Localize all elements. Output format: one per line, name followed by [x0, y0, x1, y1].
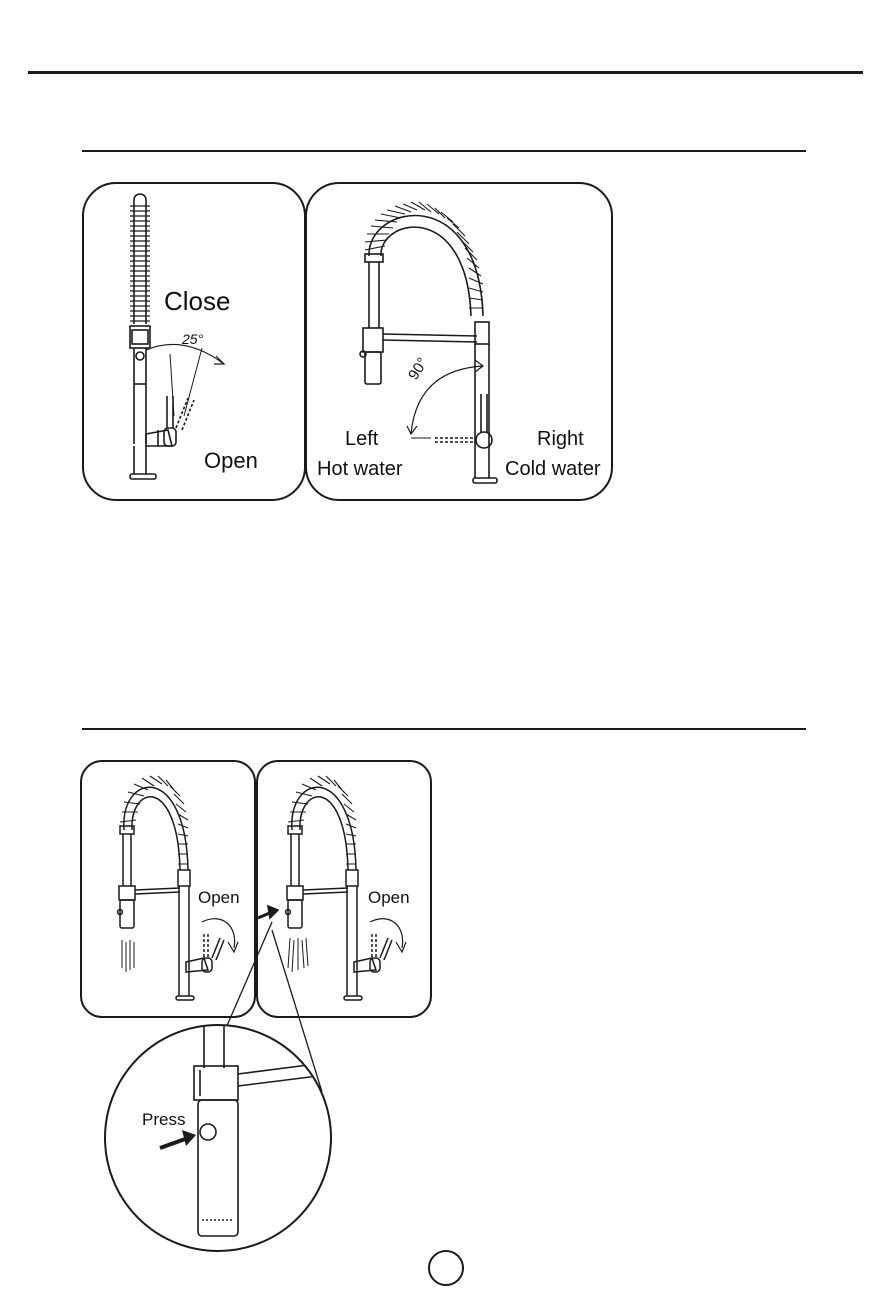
- spray-mode-panel-2: Open: [256, 760, 432, 1018]
- spray-head-detail: [106, 1026, 330, 1250]
- open-label-left: Open: [198, 888, 240, 908]
- right-label: Right: [537, 428, 584, 451]
- open-label: Open: [204, 448, 258, 474]
- close-label: Close: [164, 286, 230, 317]
- page-number-badge: [428, 1250, 464, 1286]
- spray-mode-panel-1: Open: [80, 760, 256, 1018]
- hot-water-label: Hot water: [317, 458, 403, 481]
- angle-25-label: 25°: [182, 331, 203, 347]
- temperature-panel: 90° Left Hot water Right Cold water: [305, 182, 613, 501]
- open-label-right: Open: [368, 888, 410, 908]
- lever-angle-panel: Close 25° Open: [82, 182, 306, 501]
- section-rule-2: [82, 728, 806, 730]
- cold-water-label: Cold water: [505, 458, 601, 481]
- press-pointer-arrow: [160, 1138, 188, 1148]
- left-label: Left: [345, 428, 378, 451]
- faucet-temperature-illustration: [307, 184, 611, 499]
- press-label: Press: [142, 1110, 185, 1130]
- press-detail-magnifier: Press: [104, 1024, 332, 1252]
- header-rule: [28, 71, 863, 74]
- section-rule-1: [82, 150, 806, 152]
